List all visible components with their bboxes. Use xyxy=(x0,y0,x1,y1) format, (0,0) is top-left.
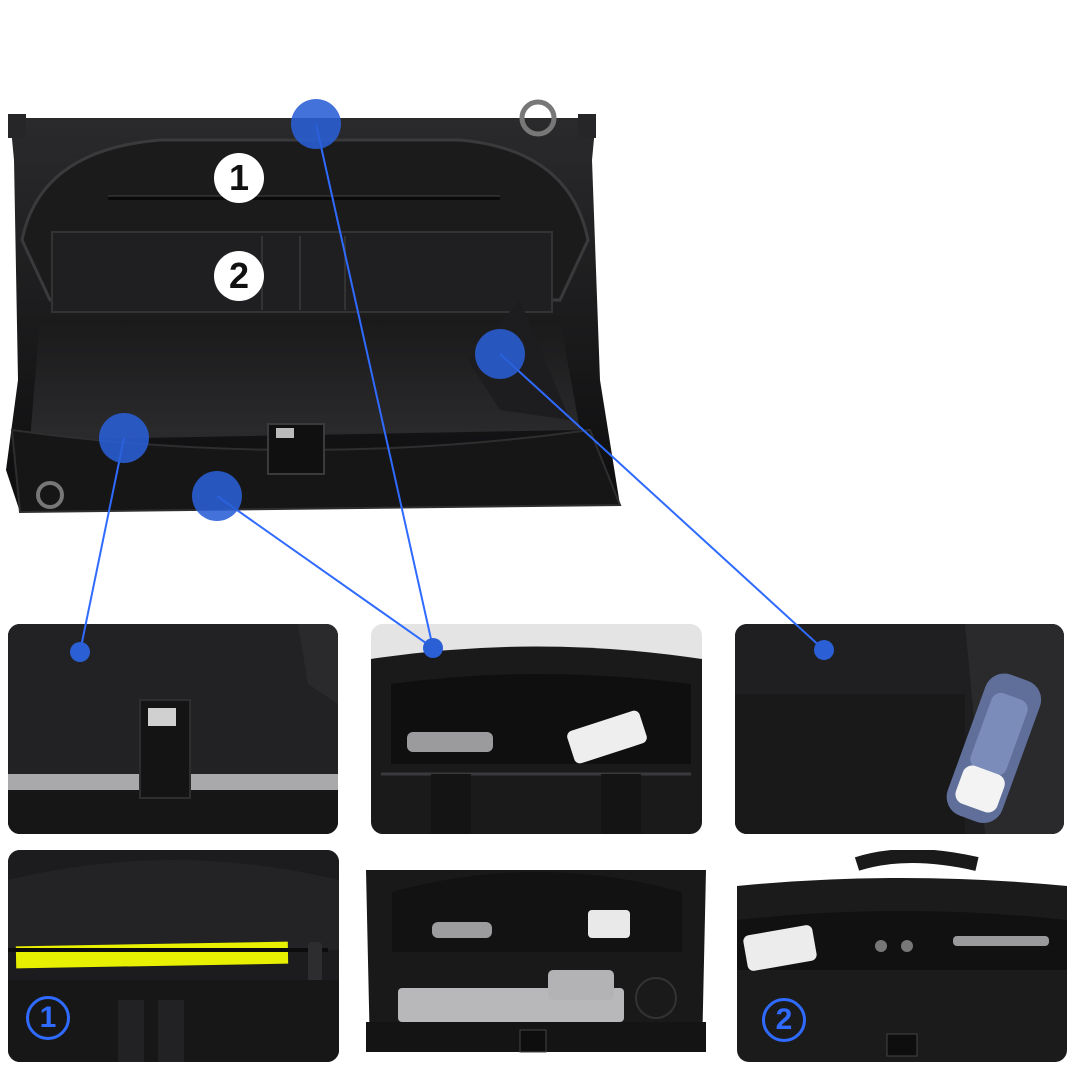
detail-panel-bottle-pocket xyxy=(735,624,1064,834)
detail-panel-laptop-sleeve xyxy=(8,624,338,834)
pocket-number-badge-1: 1 xyxy=(214,153,264,203)
bottle-pocket-photo xyxy=(735,624,1064,834)
detail-panel-packed-bag xyxy=(352,852,720,1062)
front-pocket-photo xyxy=(371,624,702,834)
pocket-number-badge-blue-2: 2 xyxy=(762,998,806,1042)
open-bag-photo xyxy=(6,99,622,514)
packed-bag-photo xyxy=(352,852,720,1062)
zip-pocket-photo xyxy=(8,850,339,1062)
detail-panel-zip-pocket xyxy=(8,850,339,1062)
bag-lining xyxy=(30,320,580,440)
pocket-number-badge-2: 2 xyxy=(214,251,264,301)
detail-panel-front-pocket xyxy=(371,624,702,834)
pocket-number-badge-blue-1: 1 xyxy=(26,996,70,1040)
laptop-sleeve-photo xyxy=(8,624,338,834)
